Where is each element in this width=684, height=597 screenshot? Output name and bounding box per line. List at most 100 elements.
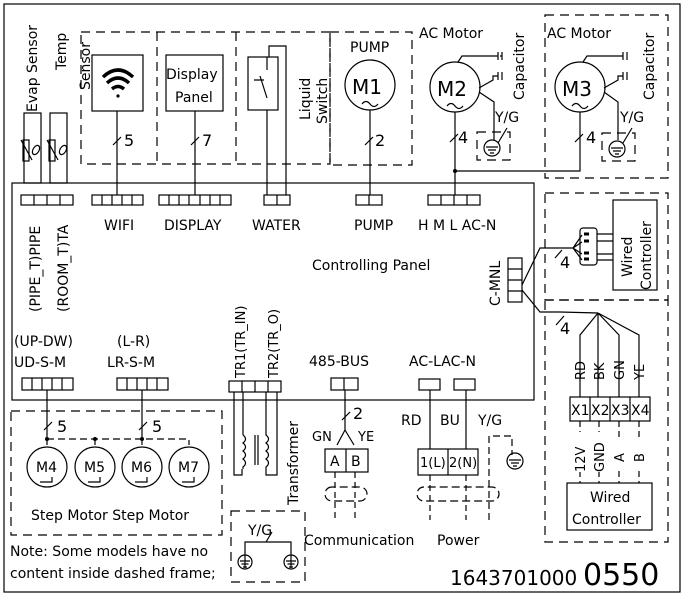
connectors-top	[20, 194, 481, 206]
svg-text:(UP-DW): (UP-DW)	[14, 334, 73, 350]
step-motor-m5: M5	[74, 446, 116, 488]
svg-text:Y/G: Y/G	[619, 110, 644, 126]
svg-text:GN: GN	[312, 430, 332, 445]
ground-icon	[237, 554, 253, 570]
svg-text:1643701000: 1643701000	[450, 566, 577, 590]
svg-text:12V: 12V	[574, 446, 589, 472]
ac-motor-1: AC Motor Capacitor M2 Y/G 4	[419, 26, 581, 195]
ground-icon	[506, 452, 524, 470]
svg-text:LR-S-M: LR-S-M	[107, 355, 155, 371]
svg-text:M6: M6	[131, 460, 152, 476]
temp-sensor: Temp Sensor	[46, 33, 94, 184]
liquid-switch: Liquid Switch	[247, 45, 331, 195]
power-input: AC-LAC-N RD BU Y/G 1(L) 2(N) Power	[401, 354, 524, 549]
svg-text:(ROOM_T)TA: (ROOM_T)TA	[56, 224, 72, 312]
svg-text:A: A	[613, 453, 628, 462]
svg-text:B: B	[351, 454, 361, 470]
svg-text:4: 4	[586, 128, 596, 147]
svg-text:4: 4	[560, 253, 570, 272]
svg-text:Capacitor: Capacitor	[642, 33, 658, 100]
svg-text:RD: RD	[574, 361, 589, 380]
svg-text:X2: X2	[591, 403, 610, 419]
svg-text:Display: Display	[166, 67, 218, 83]
svg-text:WATER: WATER	[252, 218, 301, 234]
svg-text:TR1(TR_IN): TR1(TR_IN)	[234, 306, 249, 379]
svg-text:2: 2	[375, 131, 385, 150]
svg-text:0550: 0550	[583, 558, 659, 593]
svg-text:M5: M5	[84, 460, 105, 476]
svg-text:M4: M4	[36, 460, 57, 476]
svg-text:Controller: Controller	[639, 221, 655, 290]
wired-controller-bottom-frame	[544, 299, 669, 543]
svg-text:4: 4	[458, 128, 468, 147]
svg-text:Controller: Controller	[572, 512, 641, 528]
svg-text:M3: M3	[562, 77, 592, 101]
svg-text:Wired: Wired	[590, 490, 630, 506]
svg-text:A: A	[330, 454, 340, 470]
svg-text:UD-S-M: UD-S-M	[14, 355, 66, 371]
step-motor-m6: M6	[121, 446, 163, 488]
svg-text:Communication: Communication	[304, 533, 414, 549]
sensor-dashed-frames	[10, 14, 669, 583]
svg-text:Sensor: Sensor	[78, 42, 94, 90]
transformer: TR1(TR_IN) TR2(TR_O) Transformer	[228, 306, 302, 506]
note-line-2: content inside dashed frame;	[10, 566, 216, 582]
ac-motor-2-dashed-frame	[544, 14, 669, 179]
svg-text:M1: M1	[352, 75, 382, 99]
svg-text:C-MNL: C-MNL	[488, 261, 504, 306]
controlling-panel	[11, 182, 535, 401]
note-line-1: Note: Some models have no	[10, 544, 208, 560]
svg-text:Y/G: Y/G	[477, 413, 502, 429]
svg-text:Y/G: Y/G	[247, 523, 272, 539]
svg-text:(PIPE_T)PIPE: (PIPE_T)PIPE	[28, 226, 44, 312]
svg-text:Temp: Temp	[54, 33, 70, 71]
svg-text:5: 5	[152, 417, 162, 436]
svg-text:M2: M2	[437, 77, 467, 101]
svg-text:Power: Power	[437, 533, 480, 549]
svg-text:AC Motor: AC Motor	[419, 26, 483, 42]
svg-text:Switch: Switch	[315, 78, 331, 124]
svg-text:5: 5	[124, 131, 134, 150]
step-motor-frame	[10, 410, 223, 536]
svg-text:PUMP: PUMP	[354, 218, 393, 234]
communication-bus: 485-BUS 2 GN YE A B Communication	[304, 354, 414, 549]
wifi-module: 5	[91, 54, 144, 195]
ground-icon	[608, 140, 626, 158]
svg-text:2(N): 2(N)	[449, 456, 477, 471]
svg-text:PUMP: PUMP	[350, 40, 389, 56]
pump-motor: PUMP M1 2	[344, 40, 396, 195]
step-motor-m4: M4	[26, 446, 68, 488]
svg-text:X4: X4	[631, 403, 650, 419]
evap-sensor: Evap Sensor	[20, 25, 42, 184]
step-motor-m7: M7	[168, 446, 210, 488]
svg-text:AC Motor: AC Motor	[547, 26, 611, 42]
svg-text:5: 5	[57, 417, 67, 436]
svg-text:TR2(TR_O): TR2(TR_O)	[267, 309, 282, 379]
wired-controller-top: 4 Wired Controller	[554, 199, 658, 291]
c-mnl-connector: C-MNL	[488, 247, 599, 314]
svg-text:YE: YE	[633, 364, 648, 381]
svg-text:X3: X3	[611, 403, 630, 419]
wired-controller-bottom: 4 RD BK GN YE X1 X2 X3 X4 12V GND A B Wi…	[555, 312, 653, 531]
document-number: 1643701000 0550	[450, 558, 659, 593]
svg-text:M7: M7	[178, 460, 199, 476]
svg-text:Evap Sensor: Evap Sensor	[25, 25, 41, 112]
ground-box: Y/G	[237, 523, 299, 570]
svg-text:Panel: Panel	[175, 90, 213, 106]
display-panel: Display Panel 7	[165, 54, 224, 195]
svg-text:BU: BU	[440, 413, 460, 429]
svg-text:H M L AC-N: H M L AC-N	[418, 218, 496, 234]
svg-text:RD: RD	[401, 413, 422, 429]
svg-text:Y/G: Y/G	[494, 110, 519, 126]
wifi-icon	[101, 68, 135, 98]
svg-text:X1: X1	[571, 403, 590, 419]
svg-text:4: 4	[560, 319, 570, 338]
svg-text:B: B	[633, 453, 648, 462]
ac-motor-2: AC Motor Capacitor M3 Y/G 4	[547, 26, 658, 162]
svg-text:485-BUS: 485-BUS	[309, 354, 369, 370]
svg-text:GND: GND	[593, 442, 608, 472]
svg-text:7: 7	[202, 131, 212, 150]
pump-dashed-frame	[329, 31, 413, 166]
panel-title: Controlling Panel	[312, 258, 430, 274]
